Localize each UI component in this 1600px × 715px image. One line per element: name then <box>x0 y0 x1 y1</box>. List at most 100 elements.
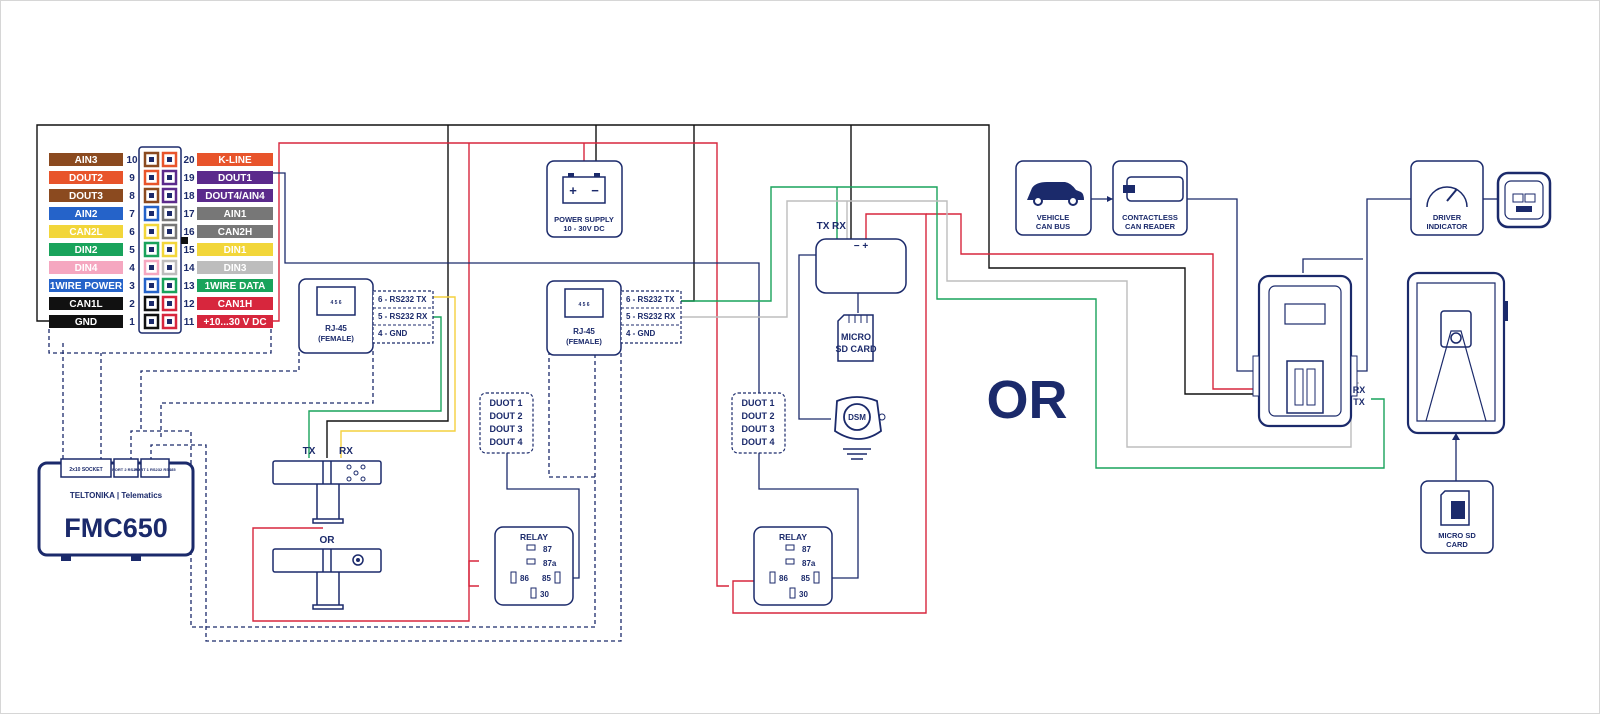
rj45-connector-1: 4 5 6 RJ-45 (FEMALE) 6 - RS232 TX 5 - RS… <box>298 278 434 354</box>
rj45-2-line-tx: 6 - RS232 TX <box>626 295 675 304</box>
wire-red-bus <box>273 142 729 587</box>
vehicle-can-bus-box: VEHICLE CAN BUS <box>1015 160 1092 236</box>
pin-number: 18 <box>183 191 195 202</box>
pin-color-swatch <box>49 171 123 184</box>
wire-black-drop-3 <box>641 125 695 302</box>
pin-color-swatch <box>197 315 273 328</box>
relay-2-title: RELAY <box>779 532 807 542</box>
pin-dot <box>167 211 172 216</box>
pin-color-swatch <box>197 297 273 310</box>
tachograph-group: TX RX − + MICRO SD CARD DSM <box>815 221 907 460</box>
dout-2-line-1: DUOT 1 <box>741 398 774 408</box>
pin-color-swatch <box>197 225 273 238</box>
pin-color-swatch <box>49 261 123 274</box>
wire-red-relay2 <box>732 213 927 614</box>
power-supply-box: + − POWER SUPPLY 10 - 30V DC <box>546 160 623 238</box>
gauge-icon <box>1426 186 1468 208</box>
wire-navy-relay1 <box>506 453 580 579</box>
pin-label: DOUT1 <box>218 173 252 184</box>
pin-dot <box>167 229 172 234</box>
card-reader-1 <box>272 460 382 485</box>
card-reader-group: TX RX OR <box>272 446 382 610</box>
pin-row-right: +10...30 V DC 11 <box>184 315 273 328</box>
pin-label: +10...30 V DC <box>203 317 266 328</box>
fmc650-port-2: PORT 2 RS232 <box>112 467 141 472</box>
fmc650-device: 2x10 SOCKET PORT 2 RS232 PORT 1 RS232 RS… <box>37 458 195 561</box>
pin-color-swatch <box>49 225 123 238</box>
battery-icon <box>562 176 606 204</box>
contactless-label-1: CONTACTLESS <box>1122 213 1178 222</box>
pin-color-swatch <box>49 207 123 220</box>
pin-dot <box>149 157 154 162</box>
contactless-reader-box: CONTACTLESS CAN READER <box>1112 160 1188 236</box>
pin-number: 20 <box>183 155 195 166</box>
tachograph-right <box>1406 271 1508 435</box>
pin-number: 4 <box>129 263 135 274</box>
relay-2-p86: 86 <box>779 574 788 583</box>
pin-color-swatch <box>197 189 273 202</box>
relay-1-p30: 30 <box>540 590 549 599</box>
wire-driver <box>1351 198 1411 372</box>
pin-dot <box>149 301 154 306</box>
dout-1-line-3: DOUT 3 <box>489 424 522 434</box>
wire-red-drop-1 <box>468 143 479 587</box>
pin-label: 1WIRE POWER <box>50 281 123 292</box>
wire-dash-7 <box>150 351 622 642</box>
relay-1-p87a: 87a <box>543 559 557 568</box>
rj45-connector-2: 4 5 6 RJ-45 (FEMALE) 6 - RS232 TX 5 - RS… <box>546 280 682 356</box>
pin-label: CAN1L <box>69 299 102 310</box>
connector-right-pins: K-LINE20DOUT119DOUT4/AIN418AIN117CAN2H16… <box>183 153 273 328</box>
tachograph-unit <box>815 238 907 294</box>
pin-dot <box>149 283 154 288</box>
rj45-port-icon <box>316 286 356 316</box>
pin-dot <box>149 211 154 216</box>
rj45-2-sub: (FEMALE) <box>566 337 602 346</box>
connector-key <box>181 237 188 244</box>
wire-dash-2 <box>48 329 272 354</box>
wire-red-relay1 <box>252 527 479 622</box>
relay-2-p87a: 87a <box>802 559 816 568</box>
pin-dot <box>167 247 172 252</box>
pin-number: 19 <box>183 173 195 184</box>
pin-color-swatch <box>197 171 273 184</box>
pin-number: 14 <box>183 263 195 274</box>
pin-number: 11 <box>184 317 195 328</box>
pin-label: DIN3 <box>224 263 247 274</box>
vehicle-label-2: CAN BUS <box>1036 222 1070 231</box>
dout-1-line-2: DOUT 2 <box>489 411 522 421</box>
wire-driver-2 <box>1302 258 1363 273</box>
microsd-label-1: MICRO <box>841 332 871 342</box>
pin-number: 6 <box>129 227 135 238</box>
fmc-right-tx: TX <box>1353 397 1365 407</box>
rj45-1-line-gnd: 4 - GND <box>378 329 408 338</box>
pin-color-swatch <box>49 279 123 292</box>
pin-dot <box>167 319 172 324</box>
driver-indicator-box: DRIVER INDICATOR <box>1410 160 1484 236</box>
pin-dot <box>149 193 154 198</box>
pin-number: 10 <box>126 155 138 166</box>
rj45-2-pins: 4 5 6 <box>578 302 589 308</box>
pin-dot <box>167 193 172 198</box>
reader-rx-label: RX <box>339 446 353 457</box>
pin-color-swatch <box>197 243 273 256</box>
pin-color-swatch <box>197 153 273 166</box>
pin-dot <box>167 283 172 288</box>
pin-color-swatch <box>49 243 123 256</box>
pin-color-swatch <box>49 189 123 202</box>
wire-red-can <box>926 213 1255 390</box>
relay-2: RELAY 87 87a 86 85 30 <box>753 526 833 606</box>
microsd-right-label-2: CARD <box>1446 540 1468 549</box>
pin-dot <box>149 229 154 234</box>
fmc-device-right <box>1252 274 1358 428</box>
